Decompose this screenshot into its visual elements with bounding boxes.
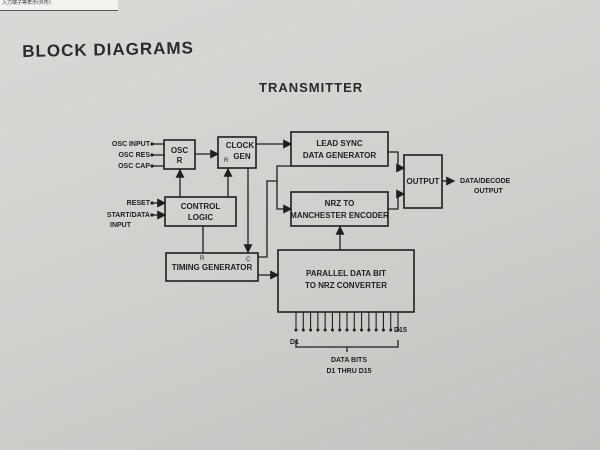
clock-gen-label-2: GEN: [233, 152, 251, 161]
control-logic-label-1: CONTROL: [181, 202, 221, 211]
clock-gen-label-1: CLOCK: [226, 141, 255, 150]
timing-pin-r: R: [200, 256, 205, 262]
nrz-manchester-label-1: NRZ TO: [325, 199, 355, 208]
data-bit-terminal: [323, 328, 327, 332]
nrz-manchester-label-2: MANCHESTER ENCODER: [290, 211, 389, 220]
data-bit-terminal: [360, 328, 364, 332]
osc-res-label: OSC RES: [118, 152, 150, 159]
timing-generator-block: TIMING GENERATOR R C: [165, 252, 259, 282]
timing-to-encoders-wire: [258, 180, 293, 258]
data-bits-brace: [295, 340, 399, 348]
timing-pin-c: C: [246, 257, 251, 263]
lead-sync-block: LEAD SYNC DATA GENERATOR: [290, 131, 389, 167]
data-bit-terminal: [389, 328, 393, 332]
data-decode-label-1: DATA/DECODE: [460, 178, 511, 185]
data-bit-last-label: D15: [394, 327, 407, 334]
data-bit-terminal: [309, 328, 313, 332]
timing-to-lead-sync-wire: [276, 165, 291, 181]
nrz-manchester-block: NRZ TO MANCHESTER ENCODER: [290, 191, 389, 227]
header-stamp-text: 入力端子等表示(外形): [2, 0, 51, 6]
data-bit-first-label: D1: [290, 339, 299, 346]
osc-block: OSC R: [163, 139, 196, 170]
start-data-terminal: [150, 213, 154, 217]
reset-label: RESET: [127, 200, 151, 207]
data-bit-terminal: [301, 328, 305, 332]
lead-sync-to-output-wire: [388, 151, 406, 173]
osc-res-terminal: [150, 153, 154, 157]
osc-input-label: OSC INPUT: [112, 141, 151, 148]
data-bit-terminal: [345, 328, 349, 332]
data-bit-terminal: [294, 328, 298, 332]
data-bit-terminal: [396, 328, 400, 332]
diagram-title: TRANSMITTER: [259, 80, 364, 95]
data-bit-terminal: [352, 328, 356, 332]
data-bits-caption-1: DATA BITS: [331, 357, 367, 364]
parallel-converter-block: PARALLEL DATA BIT TO NRZ CONVERTER: [277, 249, 415, 313]
control-logic-block: CONTROL LOGIC: [164, 196, 237, 227]
clock-gen-pin: R: [224, 158, 229, 164]
clock-gen-block: CLOCK GEN R: [217, 136, 257, 169]
timing-generator-label: TIMING GENERATOR: [172, 263, 253, 272]
osc-cap-terminal: [150, 164, 154, 168]
osc-cap-label: OSC CAP: [118, 163, 150, 170]
lead-sync-label-2: DATA GENERATOR: [303, 151, 377, 160]
osc-input-terminal: [150, 142, 154, 146]
start-data-label-1: START/DATA: [107, 212, 150, 219]
start-data-label-2: INPUT: [110, 222, 132, 229]
lead-sync-label-1: LEAD SYNC: [316, 139, 362, 148]
data-bit-terminal: [367, 328, 371, 332]
nrz-to-output-wire: [388, 189, 406, 210]
osc-block-label: OSC: [171, 146, 189, 155]
osc-block-pin: R: [177, 156, 183, 165]
data-decode-label-2: OUTPUT: [474, 188, 504, 195]
data-bit-terminal: [381, 328, 385, 332]
data-bits-caption-2: D1 THRU D15: [326, 368, 371, 375]
output-block-label: OUTPUT: [407, 177, 440, 186]
parallel-converter-label-1: PARALLEL DATA BIT: [306, 269, 386, 278]
reset-terminal: [150, 201, 154, 205]
control-logic-label-2: LOGIC: [188, 213, 214, 222]
data-bit-terminal: [374, 328, 378, 332]
data-bit-pins: [294, 312, 400, 332]
parallel-converter-label-2: TO NRZ CONVERTER: [305, 281, 387, 290]
data-bit-terminal: [330, 328, 334, 332]
data-bit-terminal: [338, 328, 342, 332]
header-stamp: 入力端子等表示(外形): [0, 0, 118, 11]
data-bit-terminal: [316, 328, 320, 332]
output-block: OUTPUT: [403, 154, 443, 209]
